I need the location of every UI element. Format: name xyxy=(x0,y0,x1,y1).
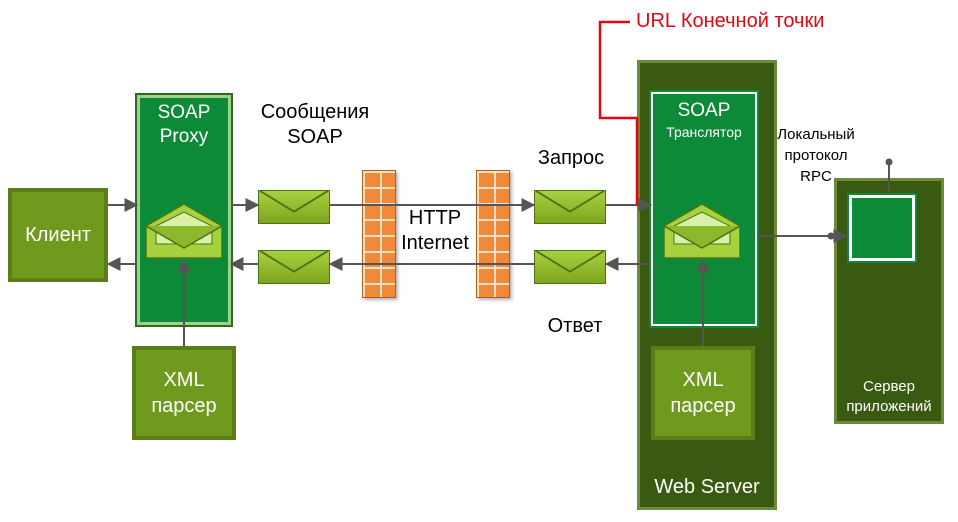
app-server-line1: Сервер xyxy=(862,378,915,395)
response-label: Ответ xyxy=(547,315,603,337)
http-internet-label: HTTP Internet xyxy=(390,206,480,256)
proxy-envelope-icon xyxy=(145,203,223,260)
firewall-left xyxy=(362,170,396,298)
internet-line: Internet xyxy=(401,232,469,254)
translator-envelope-icon xyxy=(663,203,741,260)
envelope-icon xyxy=(258,250,330,284)
xml-parser-server-line1: XML xyxy=(682,369,724,391)
xml-parser-client-line1: XML xyxy=(163,369,205,391)
local-rpc-label: Локальный протокол RPC xyxy=(764,124,868,187)
xml-parser-client-line2: парсер xyxy=(151,395,217,417)
soap-messages-line2: SOAP xyxy=(287,126,343,148)
http-line: HTTP xyxy=(408,207,462,229)
xml-parser-server: XML парсер xyxy=(651,346,755,440)
envelope-icon xyxy=(258,190,330,224)
request-label: Запрос xyxy=(537,147,605,169)
xml-parser-server-line2: парсер xyxy=(670,395,736,417)
app-server-label: Сервер приложений xyxy=(837,377,941,418)
local-rpc-line3: RPC xyxy=(800,168,832,185)
client-box: Клиент xyxy=(8,188,108,282)
envelope-icon xyxy=(534,190,606,224)
app-server: Сервер приложений xyxy=(834,178,944,424)
soap-translator-title: SOAP xyxy=(677,100,731,121)
app-server-inner-icon xyxy=(847,193,917,263)
soap-proxy-line2: Proxy xyxy=(159,126,209,147)
firewall-right xyxy=(476,170,510,298)
local-rpc-line2: протокол xyxy=(784,147,848,164)
envelope-icon xyxy=(534,250,606,284)
client-label: Клиент xyxy=(25,224,91,246)
local-rpc-line1: Локальный xyxy=(777,126,855,143)
app-server-line2: приложений xyxy=(846,398,932,416)
endpoint-url-label: URL Конечной точки xyxy=(636,10,825,32)
web-server-label: Web Server xyxy=(654,476,760,498)
xml-parser-client: XML парсер xyxy=(132,346,236,440)
soap-proxy-line1: SOAP xyxy=(157,102,211,123)
soap-translator-subtitle: Транслятор xyxy=(666,124,742,140)
soap-messages-line1: Сообщения xyxy=(260,101,370,123)
soap-messages-label: Сообщения SOAP xyxy=(250,100,380,150)
